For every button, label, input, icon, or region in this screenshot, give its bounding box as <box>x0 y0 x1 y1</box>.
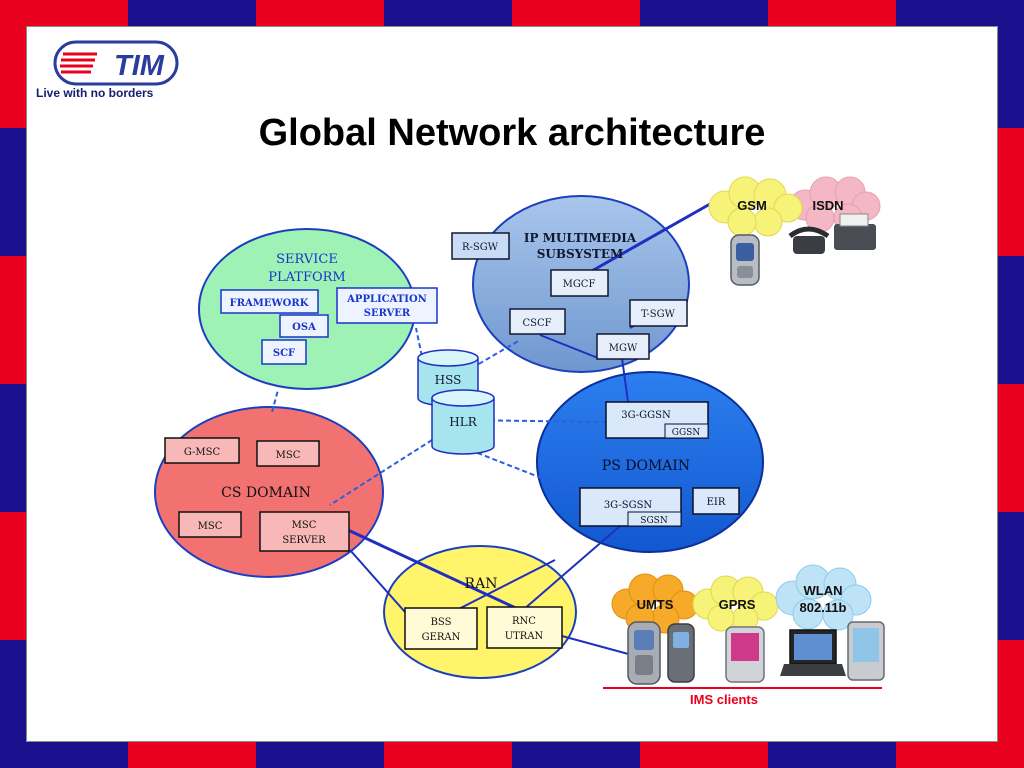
hss-database-label: HSS <box>435 373 462 387</box>
gprs-cloud <box>692 575 779 633</box>
msc-server-label-line1: MSC <box>292 520 317 531</box>
sgsn-node-label: SGSN <box>640 516 668 526</box>
scf-node: SCF <box>261 339 307 365</box>
mgcf-node: MGCF <box>550 269 609 297</box>
msc-node-top-label: MSC <box>276 450 301 461</box>
rnc-utran-node: RNC UTRAN <box>486 606 563 649</box>
frame-stripes-left <box>0 0 26 768</box>
framework-node-label: FRAMEWORK <box>230 298 309 309</box>
msc-server-label-line2: SERVER <box>282 535 326 546</box>
msc-node-bottom-label: MSC <box>198 521 223 532</box>
application-server-node: APPLICATION SERVER <box>336 287 438 324</box>
g-msc-node-label: G-MSC <box>184 447 221 458</box>
bss-label-line2: GERAN <box>422 632 461 643</box>
ggsn-node-label: GGSN <box>672 428 701 438</box>
msc-server-rnc-link <box>347 528 521 612</box>
t-sgw-node-label: T-SGW <box>641 309 676 320</box>
page-title: Global Network architecture <box>258 112 766 154</box>
service-platform-title-line1: SERVICE <box>276 252 338 267</box>
frame-stripes-top <box>0 0 1024 26</box>
wlan-cloud <box>775 564 872 631</box>
ip-multimedia-title-line2: SUBSYSTEM <box>537 247 624 261</box>
rnc-label-line1: RNC <box>512 616 536 627</box>
ims-clients-label: IMS clients <box>690 692 758 707</box>
laptop-icon <box>780 629 846 676</box>
osa-node-label: OSA <box>292 322 316 333</box>
gprs-phone-icon <box>667 623 695 683</box>
cs-domain-title: CS DOMAIN <box>221 485 311 501</box>
sgsn-3g-node: 3G-SGSN SGSN <box>579 487 682 527</box>
r-sgw-node: R-SGW <box>451 232 510 260</box>
scf-node-label: SCF <box>273 348 295 359</box>
umts-label: UMTS <box>637 597 674 612</box>
gsm-mobile-phone-icon <box>730 234 760 286</box>
bss-label-line1: BSS <box>431 617 452 628</box>
pocket-pc-icon <box>847 621 885 681</box>
frame-stripes-right <box>998 0 1024 768</box>
osa-node: OSA <box>279 314 329 338</box>
pda-device-icon <box>725 626 765 683</box>
hlr-database-label: HLR <box>449 415 477 429</box>
mgw-node: MGW <box>596 333 650 360</box>
rnc-label-line2: UTRAN <box>505 631 544 642</box>
tim-logo-brand: TIM <box>114 50 165 82</box>
hlr-database: HLR <box>431 389 495 455</box>
bss-geran-node: BSS GERAN <box>404 607 478 650</box>
r-sgw-node-label: R-SGW <box>462 242 499 253</box>
isdn-telephone-icon <box>788 226 830 254</box>
sgsn-3g-node-label: 3G-SGSN <box>604 500 653 511</box>
g-msc-node: G-MSC <box>164 437 240 464</box>
mgcf-node-label: MGCF <box>563 279 596 290</box>
umts-phone-icon <box>627 621 661 685</box>
wlan-label-line1: WLAN <box>804 583 843 598</box>
ps-domain-title: PS DOMAIN <box>602 458 690 474</box>
msc-node-bottom: MSC <box>178 511 242 538</box>
ran-title: RAN <box>465 576 498 592</box>
tim-logo-stripes-icon <box>60 52 97 74</box>
cscf-node-label: CSCF <box>522 318 551 329</box>
application-server-label-line2: SERVER <box>364 308 411 319</box>
mgw-node-label: MGW <box>609 343 638 354</box>
msc-server-node: MSC SERVER <box>259 511 350 552</box>
wlan-label-line2: 802.11b <box>800 600 847 615</box>
fax-machine-icon <box>834 213 876 250</box>
cscf-node: CSCF <box>509 308 566 335</box>
ip-multimedia-title-line1: IP MULTIMEDIA <box>524 231 637 245</box>
framework-node: FRAMEWORK <box>220 289 319 314</box>
eir-node-label: EIR <box>707 497 726 508</box>
gprs-label: GPRS <box>719 597 756 612</box>
ggsn-3g-node: 3G-GGSN GGSN <box>605 401 709 439</box>
gsm-ims-link <box>589 202 711 274</box>
application-server-label-line1: APPLICATION <box>346 294 427 305</box>
logo-tagline: Live with no borders <box>36 86 154 100</box>
msc-node-top: MSC <box>256 440 320 467</box>
gsm-label: GSM <box>737 198 767 213</box>
ggsn-3g-node-label: 3G-GGSN <box>621 410 671 421</box>
gsm-cloud <box>708 176 803 237</box>
eir-node: EIR <box>692 487 740 515</box>
t-sgw-node: T-SGW <box>629 299 688 327</box>
isdn-label: ISDN <box>812 198 843 213</box>
service-platform-title-line2: PLATFORM <box>268 270 346 285</box>
tim-logo: TIM <box>53 40 179 86</box>
